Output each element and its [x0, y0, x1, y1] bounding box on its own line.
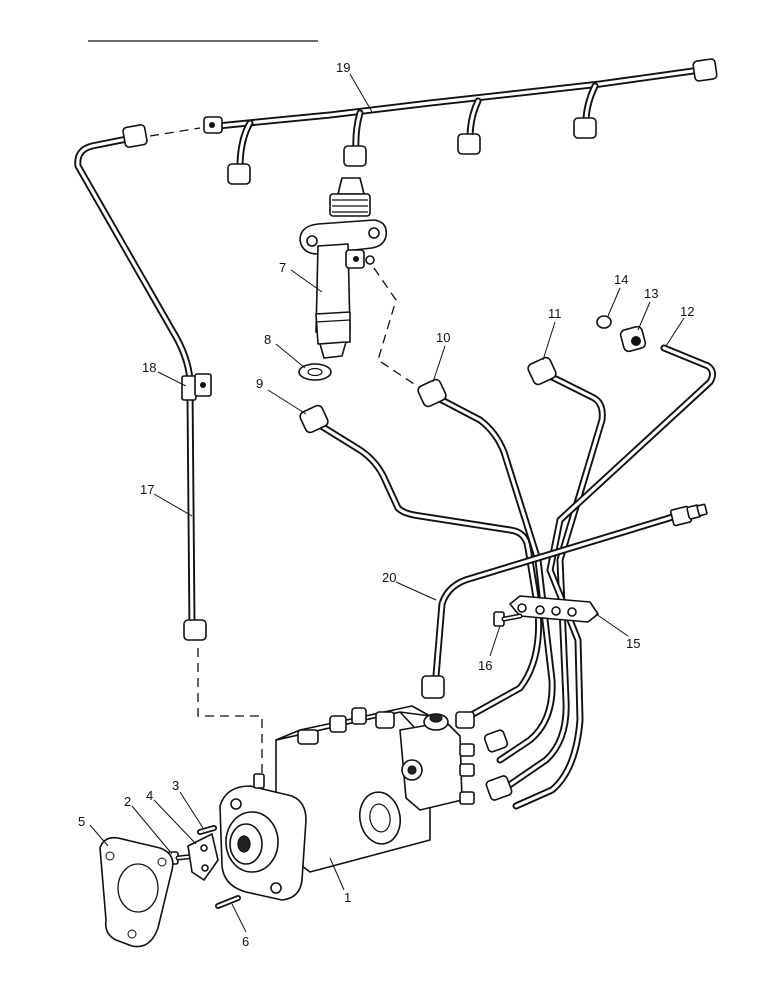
- callout-9: 9: [256, 376, 263, 391]
- callout-14: 14: [614, 272, 628, 287]
- pipe-clamp: [509, 595, 599, 623]
- callout-15: 15: [626, 636, 640, 651]
- callout-3: 3: [172, 778, 179, 793]
- callout-18: 18: [142, 360, 156, 375]
- injector-washer-hole: [307, 367, 323, 377]
- callout-7: 7: [279, 260, 286, 275]
- callout-6: 6: [242, 934, 249, 949]
- olive: [596, 315, 612, 329]
- dash-link-pump: [197, 648, 263, 790]
- callout-16: 16: [478, 658, 492, 673]
- callout-8: 8: [264, 332, 271, 347]
- injector-washer: [298, 363, 332, 381]
- injector: [299, 177, 388, 359]
- callout-4: 4: [146, 788, 153, 803]
- stud-3: [197, 825, 217, 835]
- nut-13: [619, 325, 647, 353]
- gasket: [99, 836, 174, 948]
- callout-10: 10: [436, 330, 450, 345]
- callout-11: 11: [548, 306, 562, 321]
- callout-13: 13: [644, 286, 658, 301]
- dash-link-top: [149, 127, 201, 137]
- plate-4: [187, 833, 219, 881]
- dash-link-injector: [373, 267, 421, 389]
- callout-19: 19: [336, 60, 350, 75]
- callout-labels: 19 7 8 9 10 11 12 13 14 18 17 20 15 16 1…: [78, 60, 694, 949]
- callout-2: 2: [124, 794, 131, 809]
- leader-lines: [89, 73, 685, 933]
- return-pipe-left: [74, 124, 212, 641]
- stud-6: [215, 895, 241, 909]
- callout-5: 5: [78, 814, 85, 829]
- injection-pump: [219, 705, 513, 901]
- leak-off-pipe-assembly: [203, 58, 718, 185]
- clamp-bolt: [493, 611, 523, 627]
- callout-1: 1: [344, 890, 351, 905]
- callout-17: 17: [140, 482, 154, 497]
- callout-20: 20: [382, 570, 396, 585]
- callout-12: 12: [680, 304, 694, 319]
